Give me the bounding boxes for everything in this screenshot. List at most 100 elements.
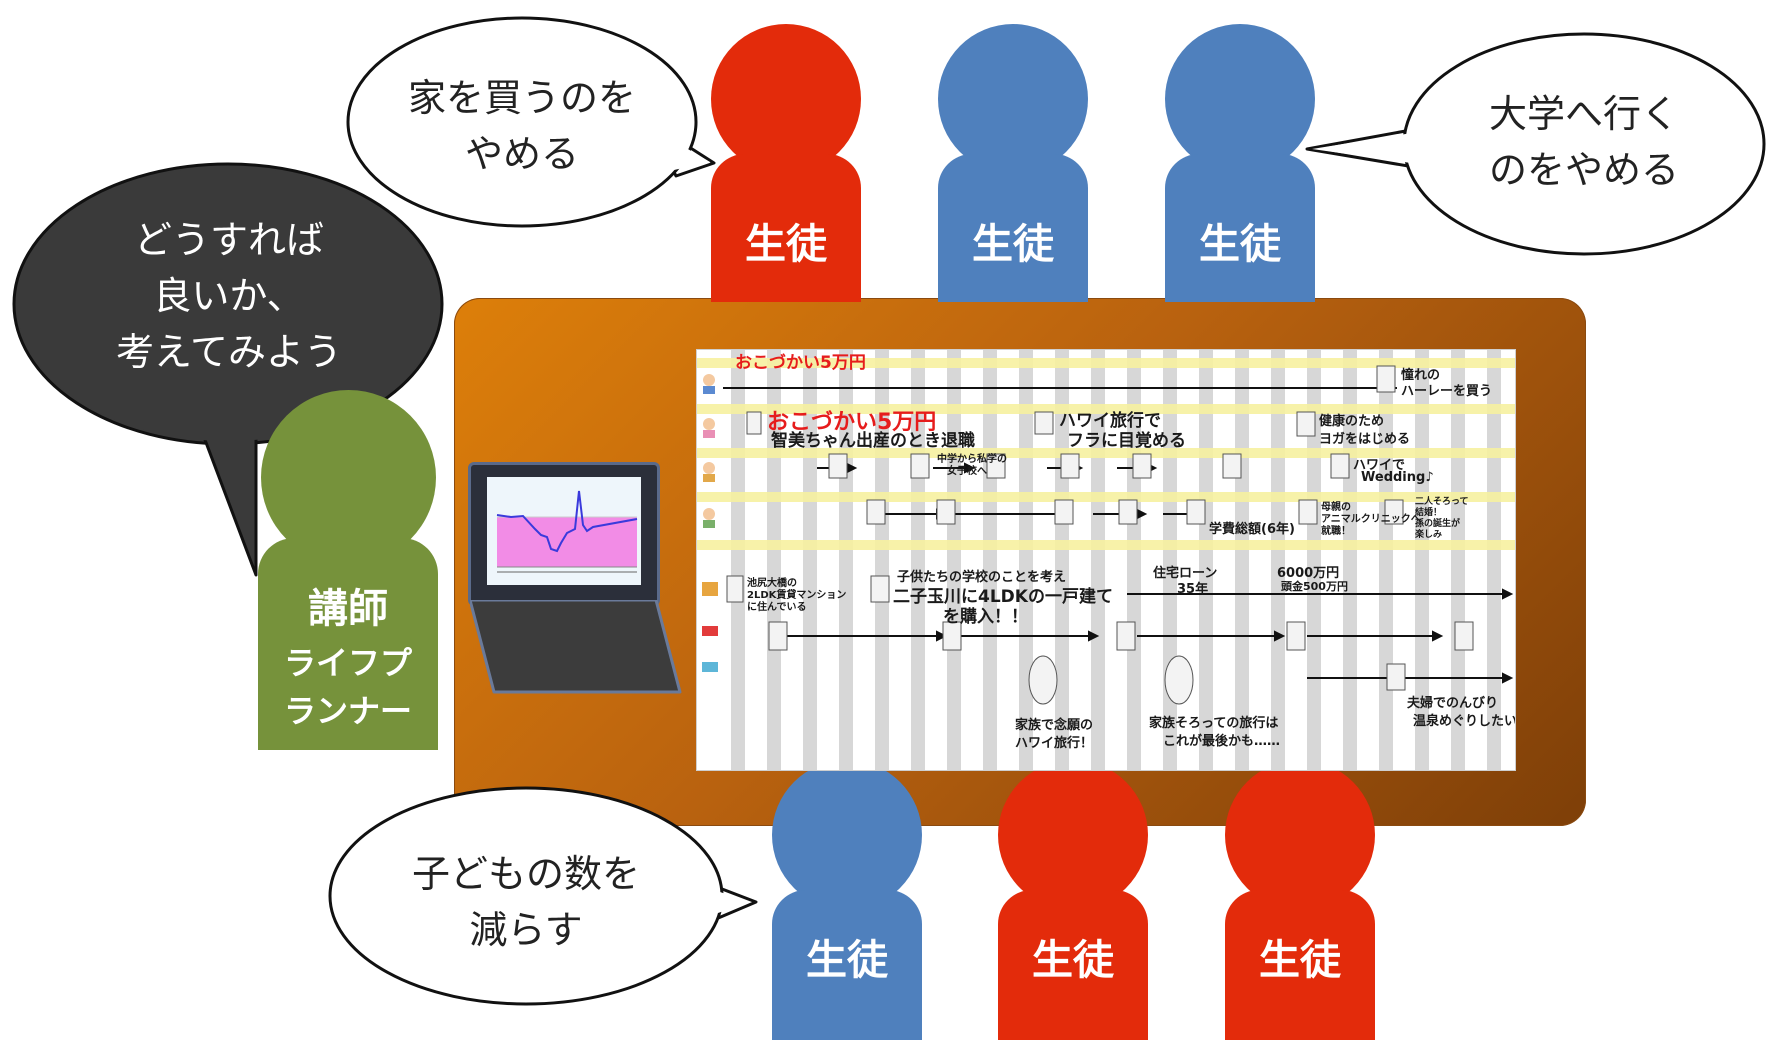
note-line: 頭金500万円 [1281, 580, 1348, 593]
note-line: 池尻大橋の [747, 578, 797, 589]
fewer-children-bubble-line: 減らす [469, 908, 583, 952]
note-tomomi: 智美ちゃん出産のとき退職 [771, 431, 975, 451]
family-member-icons [702, 374, 718, 672]
note-rental: 池尻大橋の [747, 574, 797, 589]
student-figure: 生徒 [938, 24, 1088, 302]
note-line: これが最後かも…… [1163, 734, 1281, 749]
student-figure: 生徒 [772, 760, 922, 1040]
teacher-bubble-line: 考えてみよう [115, 330, 343, 374]
note-line: 憧れの [1401, 368, 1441, 383]
teacher-head [261, 390, 436, 565]
student-label: 生徒 [972, 220, 1054, 268]
note-price: 6000万円 [1277, 562, 1339, 581]
note-line: ヨガをはじめる [1319, 432, 1411, 447]
note-line: を購入！！ [943, 607, 1028, 627]
note-line: 孫の誕生が [1415, 519, 1461, 529]
note-price: 頭金500万円 [1281, 578, 1348, 594]
stop-house-bubble-line: 家を買うのを [407, 76, 636, 120]
note-hawaii-hula: フラに目覚める [1067, 426, 1186, 451]
note-futako: 二子玉川に4LDKの一戸建て [893, 582, 1113, 607]
stop-house-bubble-line: やめる [464, 132, 579, 176]
note-last-trip: 家族そろっての旅行は [1149, 712, 1278, 731]
student-body: 生徒 [1225, 890, 1375, 1040]
note-line: 健康のため [1319, 414, 1385, 429]
note-harley: ハーレーを買う [1401, 380, 1492, 399]
note-line: 二人そろって [1415, 497, 1469, 507]
note-line: 2LDK賃貸マンション [747, 590, 847, 601]
note-vet: 母親の [1321, 498, 1351, 513]
note-line: フラに目覚める [1067, 431, 1186, 451]
note-line: 女子校へ [947, 466, 987, 477]
note-yoga: ヨガをはじめる [1319, 428, 1410, 447]
teacher-bubble-line: 良いか、 [153, 274, 305, 318]
note-tuition: 学費総額(6年) [1209, 522, 1295, 537]
life-plan-sheet: おこづかい5万円 憧れの ハーレーを買う おこづかい5万円 智美ちゃん出産のとき… [697, 350, 1515, 770]
fewer-children-bubble-text: 子どもの数を 減らす [376, 846, 676, 958]
student-head [711, 24, 861, 174]
note-line: ハワイ旅行！ [1015, 736, 1094, 751]
student-body: 生徒 [711, 154, 861, 302]
fewer-children-speech-bubble [328, 786, 758, 1006]
note-line: ハーレーを買う [1401, 384, 1493, 399]
stop-house-bubble-text: 家を買うのを やめる [372, 70, 672, 182]
student-figure: 生徒 [998, 760, 1148, 1040]
note-line: 子供たちの学校のことを考え [897, 570, 1067, 585]
note-grandchild: 楽しみ [1415, 527, 1442, 540]
student-figure: 生徒 [1165, 24, 1315, 302]
student-label: 生徒 [1032, 936, 1114, 984]
note-line: 母親の [1321, 502, 1351, 513]
teacher-role-label: 講師 [308, 586, 388, 632]
note-line: 温泉めぐりしたい [1413, 714, 1515, 729]
student-body: 生徒 [938, 154, 1088, 302]
student-body: 生徒 [998, 890, 1148, 1040]
stop-university-speech-bubble [1305, 32, 1766, 256]
laptop-keyboard [470, 600, 682, 694]
note-line: ハワイ旅行で [1059, 411, 1161, 431]
student-head [772, 760, 922, 910]
teacher-bubble-line: どうすれば [133, 218, 324, 262]
note-hawaii-dream: 家族で念願の [1015, 714, 1093, 733]
student-head [938, 24, 1088, 174]
note-allowance-mom: おこづかい5万円 [767, 410, 937, 435]
note-onsen: 夫婦でのんびり [1407, 692, 1498, 711]
note-hawaii-dream: ハワイ旅行！ [1015, 732, 1093, 751]
student-body: 生徒 [1165, 154, 1315, 302]
note-line: 結婚！ [1415, 508, 1443, 518]
note-rental: に住んでいる [747, 598, 807, 613]
note-rental: 2LDK賃貸マンション [747, 586, 846, 601]
note-harley: 憧れの [1401, 364, 1440, 383]
student-label: 生徒 [1259, 936, 1341, 984]
note-private-school: 女子校へ [947, 462, 987, 477]
teacher-bubble-text: どうすれば 良いか、 考えてみよう [44, 212, 414, 380]
student-label: 生徒 [1199, 220, 1281, 268]
note-futako: を購入！！ [943, 602, 1028, 627]
note-vet: 就職！ [1321, 522, 1351, 537]
note-grandchild: 孫の誕生が [1415, 516, 1460, 529]
note-line: 就職！ [1321, 526, 1351, 537]
teacher-speech-bubble [12, 162, 444, 577]
note-grandchild: 結婚！ [1415, 505, 1442, 518]
student-figure: 生徒 [1225, 760, 1375, 1040]
teacher-title-line: ランナー [283, 692, 412, 730]
note-line: 楽しみ [1415, 530, 1443, 540]
note-hawaii-wedding: ハワイで [1353, 454, 1405, 473]
life-plan-grid [697, 350, 1515, 770]
note-line: アニマルクリニックへ [1321, 514, 1421, 525]
stop-house-speech-bubble [346, 16, 716, 228]
student-head [998, 760, 1148, 910]
note-loan: 35年 [1177, 578, 1208, 597]
note-hawaii-hula: ハワイ旅行で [1059, 406, 1161, 431]
note-line: 二子玉川に4LDKの一戸建て [893, 587, 1113, 607]
teacher-title-line: ライフプ [283, 644, 412, 682]
fewer-children-bubble-line: 子どもの数を [411, 852, 640, 896]
student-head [1165, 24, 1315, 174]
note-yoga: 健康のため [1319, 410, 1384, 429]
laptop-screen [468, 462, 660, 606]
note-line: に住んでいる [747, 602, 807, 613]
note-line: 夫婦でのんびり [1407, 696, 1499, 711]
note-hawaii-wedding: Wedding♪ [1361, 470, 1434, 485]
note-vet: アニマルクリニックへ [1321, 510, 1421, 525]
note-loan: 住宅ローン [1153, 562, 1217, 581]
note-line: 6000万円 [1277, 566, 1340, 581]
